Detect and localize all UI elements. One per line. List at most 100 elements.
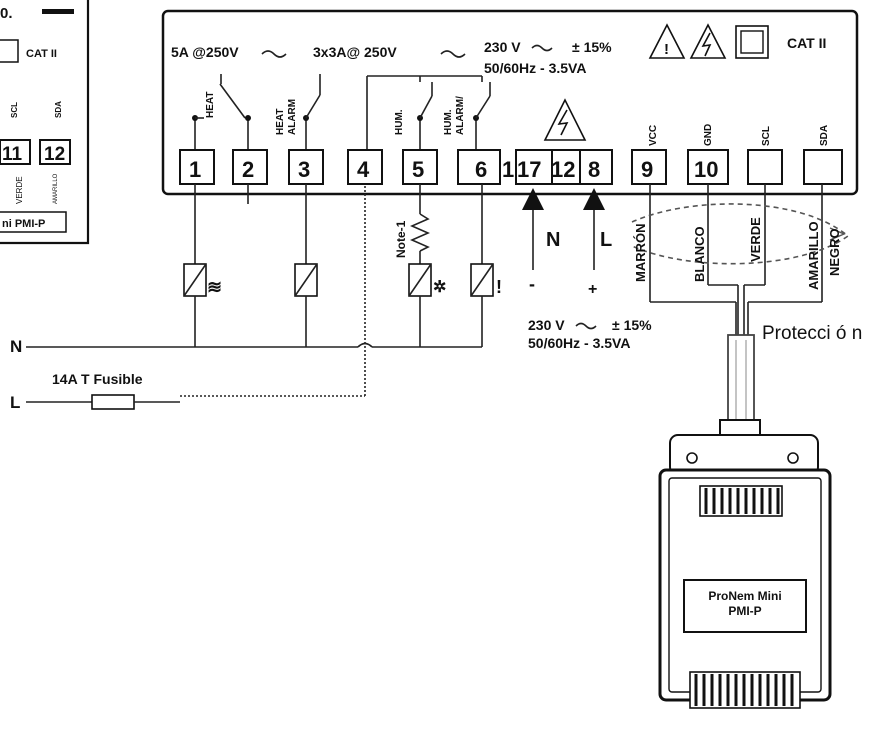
relays-rating: 3x3A@ 250V bbox=[313, 44, 397, 60]
humidifier-icon: ✲ bbox=[433, 279, 446, 296]
sensor-name-line1: ProNem Mini bbox=[708, 589, 781, 603]
left-module-pin-scl: SCL bbox=[10, 102, 19, 118]
ac-symbol-icon-3 bbox=[531, 44, 553, 52]
terminal-1 bbox=[179, 149, 215, 185]
supply-tolerance: ± 15% bbox=[572, 39, 612, 55]
controller-cat: CAT II bbox=[787, 35, 826, 51]
line-n-label: N bbox=[10, 337, 22, 356]
relay-contacts bbox=[192, 74, 491, 150]
left-module-terminal-11 bbox=[0, 139, 31, 165]
high-voltage-triangle-icon bbox=[689, 23, 727, 59]
left-module-name: ni PMI-P bbox=[2, 218, 45, 230]
alarm-icon: ! bbox=[496, 277, 502, 297]
terminal-sda bbox=[803, 149, 843, 185]
warning-triangle-icon bbox=[648, 23, 686, 59]
power-minus: - bbox=[529, 274, 535, 294]
left-module-name-box bbox=[0, 211, 67, 233]
sensor-device: ProNem Mini PMI-P bbox=[658, 419, 832, 709]
terminal-2-label: 2 bbox=[242, 157, 254, 182]
left-module-wire-amarillo: AMARILLO bbox=[53, 173, 59, 204]
left-module-bar bbox=[42, 9, 74, 14]
supply-lightning-icon bbox=[557, 109, 569, 136]
mount-hole-right-icon bbox=[787, 452, 799, 464]
cable-shield bbox=[631, 203, 850, 265]
terminal-4-label: 4 bbox=[357, 157, 370, 182]
sensor-label-box bbox=[683, 579, 807, 633]
terminal-9 bbox=[631, 149, 667, 185]
terminal-12-label: 12 bbox=[551, 157, 575, 182]
relay-label-hum-alarm-2: ALARM/ bbox=[455, 96, 466, 135]
arrow-n-icon bbox=[522, 188, 544, 210]
sensor-grille-bottom bbox=[689, 671, 801, 709]
fuse-label: 14A T Fusible bbox=[52, 371, 143, 387]
terminal-10-label: 10 bbox=[694, 157, 718, 182]
wire-label-negro: NEGRO bbox=[827, 228, 842, 276]
relay-label-hum: HUM. bbox=[394, 109, 405, 135]
left-module-terminal-11-label: 11 bbox=[2, 144, 23, 165]
supply-rating-line1: 230 V bbox=[484, 39, 521, 55]
left-module-pin-sda: SDA bbox=[54, 101, 63, 118]
ac-symbol-icon-2 bbox=[440, 50, 466, 58]
left-module: 0. CAT II SCL SDA 11 12 VERDE AMARILLO n… bbox=[0, 0, 90, 245]
wire-label-blanco: BLANCO bbox=[692, 226, 707, 282]
shield-arrow-icon bbox=[829, 227, 846, 241]
relay-label-heat-alarm-2: ALARM bbox=[287, 99, 298, 135]
relay-label-heat: HEAT bbox=[205, 92, 216, 118]
supply-high-voltage-icon bbox=[543, 98, 587, 141]
terminal-3 bbox=[288, 149, 324, 185]
note-1-label: Note-1 bbox=[394, 220, 408, 258]
power-rating-line2: 50/60Hz - 3.5VA bbox=[528, 335, 630, 351]
sensor-grille-top bbox=[699, 485, 783, 517]
left-module-title: 0. bbox=[0, 5, 13, 22]
terminal-strip: 1 2 3 4 5 6 1 17 12 8 9 10 bbox=[179, 149, 843, 185]
ac-symbol-icon bbox=[261, 50, 287, 58]
terminal-1-label: 1 bbox=[189, 157, 201, 182]
double-insulation-inner-icon bbox=[740, 30, 764, 54]
left-module-cat: CAT II bbox=[26, 48, 57, 60]
relay-label-hum-alarm-1: HUM. bbox=[443, 109, 454, 135]
ac-symbol-icon-4 bbox=[575, 322, 597, 330]
sensor-wiring: MARRÓN BLANCO VERDE AMARILLO NEGRO Prote… bbox=[631, 184, 862, 426]
arrow-l-icon bbox=[583, 188, 605, 210]
relay-label-heat-alarm-1: HEAT bbox=[275, 109, 286, 135]
power-l-label: L bbox=[600, 229, 612, 251]
terminal-6 bbox=[457, 149, 501, 185]
warning-mark-icon: ! bbox=[664, 41, 669, 58]
pin-label-scl: SCL bbox=[761, 126, 772, 146]
power-plus: + bbox=[588, 281, 597, 298]
controller: 5A @250V 3x3A@ 250V 230 V ± 15% 50/60Hz … bbox=[161, 9, 859, 196]
power-rating-line1: 230 V bbox=[528, 317, 565, 333]
load-wiring: N L 14A T Fusible ≋ ✲ Note-1 bbox=[10, 184, 502, 412]
terminal-17-label: 17 bbox=[517, 157, 541, 182]
pin-label-sda: SDA bbox=[819, 125, 830, 146]
terminal-5-label: 5 bbox=[412, 157, 424, 182]
terminal-scl bbox=[747, 149, 783, 185]
terminal-4 bbox=[347, 149, 383, 185]
sensor-name-line2: PMI-P bbox=[728, 604, 761, 618]
mount-hole-left-icon bbox=[686, 452, 698, 464]
wire-label-amarillo: AMARILLO bbox=[806, 221, 821, 290]
terminal-overlap-label: 1 bbox=[502, 157, 514, 182]
lightning-bolt-icon bbox=[701, 32, 712, 57]
relay-rating: 5A @250V bbox=[171, 44, 239, 60]
terminal-2 bbox=[232, 149, 268, 185]
sensor-cable bbox=[727, 334, 755, 426]
wire-label-verde: VERDE bbox=[748, 217, 763, 262]
terminal-8-label: 8 bbox=[588, 157, 600, 182]
left-module-wire-verde: VERDE bbox=[15, 176, 24, 204]
terminal-6-label: 6 bbox=[475, 157, 487, 182]
terminal-3-label: 3 bbox=[298, 157, 310, 182]
terminal-8 bbox=[579, 149, 613, 185]
wire-label-marron: MARRÓN bbox=[633, 224, 648, 283]
terminal-9-label: 9 bbox=[641, 157, 653, 182]
left-module-terminal-12 bbox=[39, 139, 71, 165]
fuse bbox=[91, 394, 135, 410]
pin-label-vcc: VCC bbox=[648, 125, 659, 146]
left-module-terminal-12-label: 12 bbox=[44, 144, 65, 165]
heater-icon: ≋ bbox=[207, 277, 222, 297]
resistor bbox=[410, 213, 430, 252]
supply-rating-line2: 50/60Hz - 3.5VA bbox=[484, 60, 586, 76]
line-l-label: L bbox=[10, 393, 20, 412]
terminal-10 bbox=[687, 149, 729, 185]
